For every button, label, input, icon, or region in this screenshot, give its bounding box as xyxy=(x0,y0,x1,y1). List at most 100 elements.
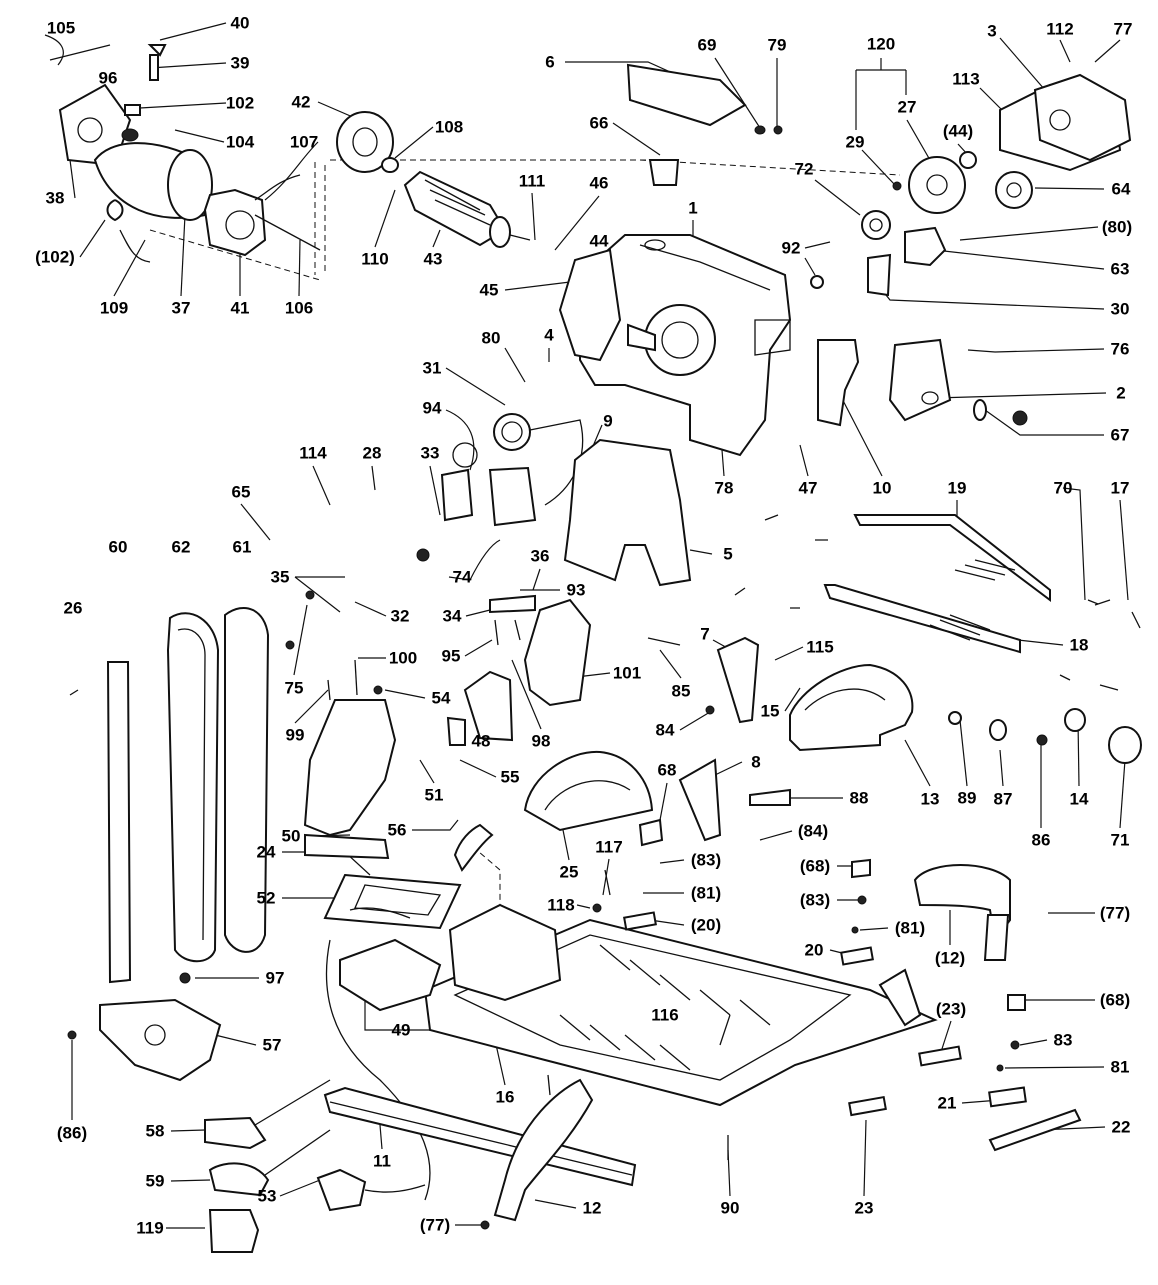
part-label: (84) xyxy=(797,821,829,841)
part-label: 87 xyxy=(993,789,1013,809)
part-label: (23) xyxy=(935,999,967,1019)
part-label: 99 xyxy=(285,725,305,745)
part-label: (77) xyxy=(1099,903,1131,923)
part-label: (68) xyxy=(799,856,831,876)
motor-assembly xyxy=(49,44,531,263)
part-label: 112 xyxy=(1046,19,1074,39)
part-label: 69 xyxy=(697,35,717,55)
part-label: 111 xyxy=(518,171,546,191)
part-label: 48 xyxy=(471,731,491,751)
part-label: 31 xyxy=(422,358,442,378)
part-label: 46 xyxy=(589,173,609,193)
part-label: 36 xyxy=(530,546,550,566)
part-label: 85 xyxy=(671,681,691,701)
part-label: (83) xyxy=(690,850,722,870)
part-label: 117 xyxy=(595,837,623,857)
base-frame xyxy=(323,903,1082,1222)
gear-housing xyxy=(558,63,792,457)
part-label: 108 xyxy=(434,117,464,137)
part-label: 41 xyxy=(230,298,250,318)
part-label: 120 xyxy=(866,34,896,54)
part-label: (68) xyxy=(1099,990,1131,1010)
part-label: 22 xyxy=(1111,1117,1131,1137)
part-label: 74 xyxy=(452,567,472,587)
part-label: 107 xyxy=(289,132,319,152)
part-label: 9 xyxy=(603,411,613,431)
part-label: 51 xyxy=(424,785,444,805)
part-label: 23 xyxy=(854,1198,874,1218)
part-label: 35 xyxy=(270,567,290,587)
part-label: 104 xyxy=(225,132,255,152)
part-label: 10 xyxy=(872,478,892,498)
part-label: (81) xyxy=(894,918,926,938)
part-label: 2 xyxy=(1116,383,1126,403)
part-label: 24 xyxy=(256,842,276,862)
part-label: 15 xyxy=(760,701,780,721)
part-label: 40 xyxy=(230,13,250,33)
part-label: (20) xyxy=(690,915,722,935)
part-label: 63 xyxy=(1110,259,1130,279)
part-label: 58 xyxy=(145,1121,165,1141)
part-label: 47 xyxy=(798,478,818,498)
part-label: (83) xyxy=(799,890,831,910)
part-label: 68 xyxy=(657,760,677,780)
part-label: 56 xyxy=(387,820,407,840)
part-label: 92 xyxy=(781,238,801,258)
part-label: 55 xyxy=(500,767,520,787)
part-label: 100 xyxy=(388,648,418,668)
part-label: 28 xyxy=(362,443,382,463)
part-label: 26 xyxy=(63,598,83,618)
part-label: 42 xyxy=(291,92,311,112)
part-label: 54 xyxy=(431,688,451,708)
part-label: 75 xyxy=(284,678,304,698)
part-label: 90 xyxy=(720,1198,740,1218)
part-label: 59 xyxy=(145,1171,165,1191)
part-label: 4 xyxy=(544,325,554,345)
part-label: 72 xyxy=(794,159,814,179)
gear-set xyxy=(810,73,1132,427)
part-label: 115 xyxy=(806,637,834,657)
part-label: 50 xyxy=(281,826,301,846)
accessories xyxy=(204,823,494,1253)
part-label: 21 xyxy=(937,1093,957,1113)
part-label: 62 xyxy=(171,537,191,557)
part-label: 64 xyxy=(1111,179,1131,199)
part-label: 6 xyxy=(545,52,555,72)
part-label: 114 xyxy=(299,443,327,463)
part-label: (77) xyxy=(419,1215,451,1235)
part-label: 38 xyxy=(45,188,65,208)
part-label: 37 xyxy=(171,298,191,318)
part-label: 5 xyxy=(723,544,733,564)
part-label: 3 xyxy=(987,21,997,41)
part-label: 61 xyxy=(232,537,252,557)
part-label: 20 xyxy=(804,940,824,960)
part-label: 71 xyxy=(1110,830,1130,850)
part-label: 53 xyxy=(257,1186,277,1206)
part-label: 84 xyxy=(655,720,675,740)
part-label: 119 xyxy=(136,1218,164,1238)
part-label: 34 xyxy=(442,606,462,626)
part-label: 88 xyxy=(849,788,869,808)
part-label: 60 xyxy=(108,537,128,557)
part-label: 65 xyxy=(231,482,251,502)
part-label: 109 xyxy=(99,298,129,318)
part-label: 7 xyxy=(700,624,710,644)
part-label: (102) xyxy=(35,247,75,267)
part-label: 113 xyxy=(952,69,980,89)
part-label: 29 xyxy=(845,132,865,152)
part-label: 16 xyxy=(495,1087,515,1107)
part-label: 118 xyxy=(547,895,575,915)
blade-guard-parts xyxy=(440,413,692,746)
part-label: 80 xyxy=(481,328,501,348)
part-label: 57 xyxy=(262,1035,282,1055)
part-label: 17 xyxy=(1110,478,1130,498)
part-label: 76 xyxy=(1110,339,1130,359)
part-label: 19 xyxy=(947,478,967,498)
part-label: 83 xyxy=(1053,1030,1073,1050)
small-hardware xyxy=(69,349,1142,1230)
part-label: (12) xyxy=(934,948,966,968)
part-label: 95 xyxy=(441,646,461,666)
part-label: (81) xyxy=(690,883,722,903)
part-label: 14 xyxy=(1069,789,1089,809)
